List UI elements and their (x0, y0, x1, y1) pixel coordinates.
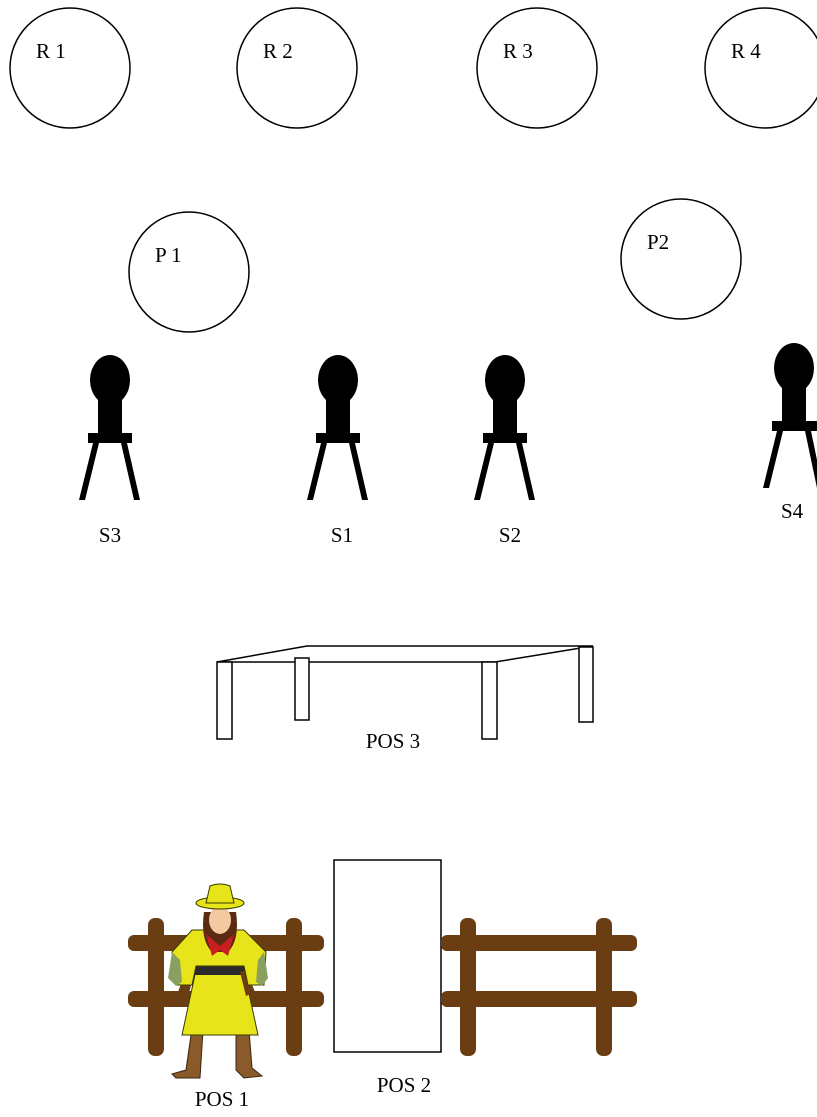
steel-target-s2: S2 (474, 355, 535, 547)
popper-target-label: P 1 (155, 243, 182, 267)
reactive-target-r2: R 2 (236, 7, 358, 129)
reactive-target-label: R 2 (263, 39, 293, 63)
fence-icon (441, 918, 637, 1056)
steel-target-s3: S3 (79, 355, 140, 547)
popper-target-p2: P2 (620, 198, 742, 320)
reactive-target-r3: R 3 (476, 7, 598, 129)
door-icon (333, 859, 442, 1053)
pos3-label: POS 3 (366, 729, 420, 753)
popper-target-label: P2 (647, 230, 669, 254)
reactive-target-label: R 1 (36, 39, 66, 63)
steel-target-label: S2 (499, 523, 521, 547)
steel-target-label: S4 (781, 499, 804, 523)
steel-target-s1: S1 (307, 355, 368, 547)
reactive-target-label: R 3 (503, 39, 533, 63)
reactive-target-r4: R 4 (704, 7, 817, 129)
steel-target-label: S1 (331, 523, 353, 547)
steel-target-icon (474, 355, 535, 500)
door-pos2: POS 2 (333, 859, 442, 1097)
cowgirl-figure: POS 1 (168, 883, 268, 1111)
table-icon (216, 645, 594, 740)
popper-target-p1: P 1 (128, 211, 250, 333)
steel-target-label: S3 (99, 523, 121, 547)
reactive-target-r1: R 1 (9, 7, 131, 129)
steel-target-icon (79, 355, 140, 500)
table-pos3: POS 3 (216, 645, 594, 753)
pos2-label: POS 2 (377, 1073, 431, 1097)
fence-right (441, 918, 637, 1056)
steel-target-icon (307, 355, 368, 500)
pos1-label: POS 1 (195, 1087, 249, 1111)
reactive-target-label: R 4 (731, 39, 761, 63)
steel-target-s4: S4 (763, 343, 817, 523)
steel-target-icon (763, 343, 817, 488)
